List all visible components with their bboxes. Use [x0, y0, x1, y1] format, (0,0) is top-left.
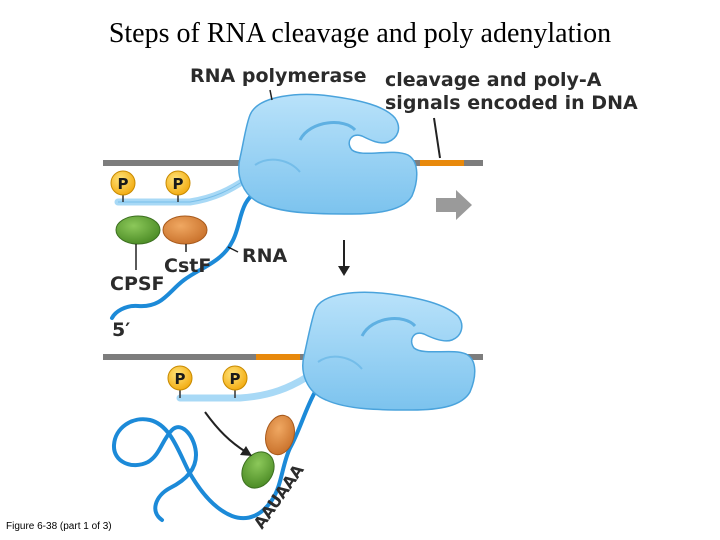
- svg-text:P: P: [230, 370, 241, 388]
- phosphate-icon: P: [222, 365, 248, 391]
- binding-arrow-icon: [204, 411, 252, 456]
- polymerase-tail-bottom: [176, 371, 314, 402]
- transcription-direction-arrow: [436, 190, 472, 220]
- svg-text:P: P: [175, 370, 186, 388]
- svg-text:P: P: [173, 175, 184, 193]
- phosphate-icon: P: [167, 365, 193, 391]
- phosphate-icon: P: [110, 170, 136, 196]
- svg-text:P: P: [118, 175, 129, 193]
- figure-caption: Figure 6-38 (part 1 of 3): [6, 521, 112, 532]
- step-arrow-icon: [338, 240, 350, 276]
- rna-strand-bottom: [112, 390, 317, 522]
- rna-polymerase-bottom: [302, 291, 476, 411]
- signal-segment-top: [420, 160, 464, 166]
- cpsf-protein-bottom: [241, 451, 275, 489]
- cpsf-label: CPSF: [110, 273, 165, 295]
- rna-label: RNA: [242, 245, 288, 267]
- cstf-label: CstF: [164, 255, 211, 277]
- rna-strand-top: [110, 188, 262, 320]
- rna-polymerase-top: [238, 93, 418, 215]
- slide-title: Steps of RNA cleavage and poly adenylati…: [108, 18, 612, 49]
- phosphate-icon: P: [165, 170, 191, 196]
- signals-label-line1: cleavage and poly-A: [385, 69, 602, 91]
- signals-label-line2: signals encoded in DNA: [385, 92, 638, 114]
- cstf-protein-top: [162, 215, 208, 245]
- rna-polymerase-label: RNA polymerase: [190, 65, 366, 87]
- signal-segment-bottom: [256, 354, 300, 360]
- cstf-protein-bottom: [265, 414, 295, 456]
- five-prime-label: 5′: [112, 319, 130, 341]
- cpsf-protein-top: [115, 215, 161, 245]
